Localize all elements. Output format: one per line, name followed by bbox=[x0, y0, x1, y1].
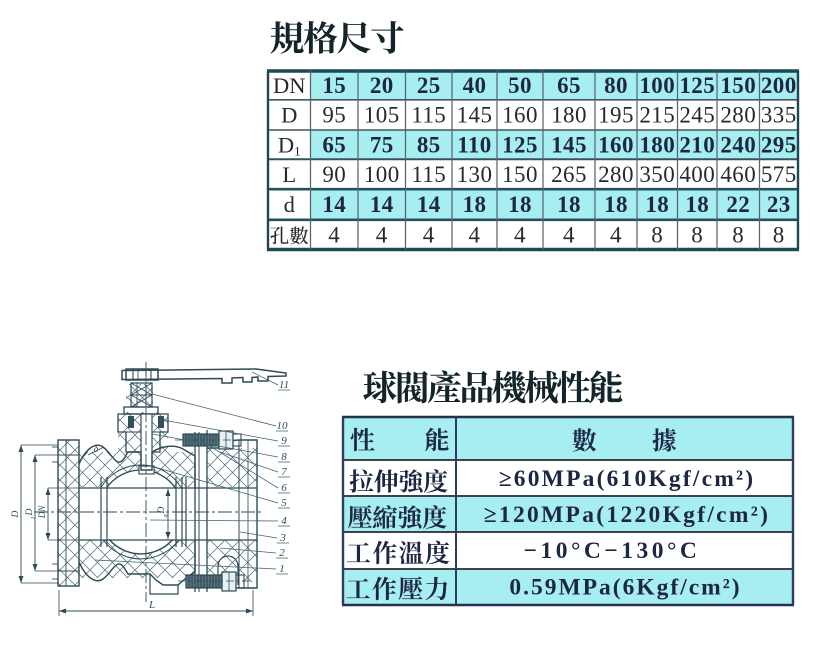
svg-text:4: 4 bbox=[563, 222, 575, 247]
svg-text:65: 65 bbox=[322, 132, 346, 157]
svg-text:4: 4 bbox=[281, 515, 287, 527]
svg-text:18: 18 bbox=[557, 192, 581, 217]
svg-text:265: 265 bbox=[551, 162, 587, 187]
svg-text:5: 5 bbox=[281, 497, 287, 509]
svg-text:40: 40 bbox=[463, 73, 487, 98]
svg-text:150: 150 bbox=[720, 73, 756, 98]
svg-text:280: 280 bbox=[720, 103, 756, 128]
svg-text:210: 210 bbox=[679, 132, 715, 157]
svg-text:180: 180 bbox=[639, 132, 675, 157]
svg-text:145: 145 bbox=[551, 132, 587, 157]
svg-text:4: 4 bbox=[514, 222, 526, 247]
svg-text:18: 18 bbox=[645, 192, 669, 217]
svg-text:150: 150 bbox=[502, 162, 538, 187]
svg-text:14: 14 bbox=[417, 192, 441, 217]
svg-text:20: 20 bbox=[370, 73, 394, 98]
svg-text:D: D bbox=[281, 103, 297, 128]
svg-text:D: D bbox=[11, 510, 21, 518]
svg-text:15: 15 bbox=[322, 73, 346, 98]
svg-text:6: 6 bbox=[281, 482, 287, 494]
svg-text:4: 4 bbox=[376, 222, 388, 247]
svg-text:1: 1 bbox=[30, 516, 37, 519]
svg-text:D: D bbox=[157, 506, 167, 514]
svg-text:10: 10 bbox=[277, 420, 289, 432]
svg-text:−10°C−130°C: −10°C−130°C bbox=[524, 538, 701, 564]
svg-text:δ: δ bbox=[94, 444, 99, 455]
svg-text:22: 22 bbox=[726, 192, 750, 217]
svg-text:335: 335 bbox=[761, 103, 797, 128]
svg-text:18: 18 bbox=[604, 192, 628, 217]
svg-text:75: 75 bbox=[370, 132, 394, 157]
svg-text:18: 18 bbox=[508, 192, 532, 217]
svg-text:3: 3 bbox=[279, 532, 286, 544]
svg-text:8: 8 bbox=[281, 451, 287, 463]
svg-text:245: 245 bbox=[679, 103, 715, 128]
svg-text:145: 145 bbox=[457, 103, 493, 128]
svg-text:400: 400 bbox=[679, 162, 715, 187]
svg-text:65: 65 bbox=[557, 73, 581, 98]
svg-text:q: q bbox=[162, 514, 169, 518]
svg-text:105: 105 bbox=[364, 103, 400, 128]
svg-text:23: 23 bbox=[767, 192, 791, 217]
svg-text:8: 8 bbox=[651, 222, 663, 247]
svg-text:18: 18 bbox=[685, 192, 709, 217]
svg-text:115: 115 bbox=[411, 103, 446, 128]
svg-text:0.59MPa(6Kgf/cm²): 0.59MPa(6Kgf/cm²) bbox=[509, 575, 741, 601]
svg-text:8: 8 bbox=[732, 222, 744, 247]
svg-text:95: 95 bbox=[322, 103, 346, 128]
svg-text:18: 18 bbox=[463, 192, 487, 217]
svg-text:8: 8 bbox=[691, 222, 703, 247]
svg-text:350: 350 bbox=[639, 162, 675, 187]
svg-text:100: 100 bbox=[639, 73, 675, 98]
svg-text:125: 125 bbox=[502, 132, 538, 157]
svg-text:125: 125 bbox=[679, 73, 715, 98]
svg-text:L: L bbox=[148, 599, 155, 611]
svg-text:4: 4 bbox=[423, 222, 435, 247]
svg-text:180: 180 bbox=[551, 103, 587, 128]
svg-text:160: 160 bbox=[502, 103, 538, 128]
svg-text:7: 7 bbox=[281, 466, 287, 478]
svg-text:4: 4 bbox=[328, 222, 340, 247]
svg-text:DN: DN bbox=[37, 505, 47, 519]
svg-text:1: 1 bbox=[279, 563, 285, 575]
svg-text:L: L bbox=[282, 162, 296, 187]
svg-text:240: 240 bbox=[720, 132, 756, 157]
svg-text:80: 80 bbox=[604, 73, 628, 98]
svg-text:110: 110 bbox=[457, 132, 491, 157]
svg-text:160: 160 bbox=[598, 132, 634, 157]
svg-text:115: 115 bbox=[411, 162, 446, 187]
svg-text:90: 90 bbox=[322, 162, 346, 187]
svg-text:460: 460 bbox=[720, 162, 756, 187]
svg-text:295: 295 bbox=[761, 132, 797, 157]
svg-text:100: 100 bbox=[364, 162, 400, 187]
svg-text:d: d bbox=[284, 192, 295, 217]
svg-text:130: 130 bbox=[457, 162, 493, 187]
svg-text:215: 215 bbox=[639, 103, 675, 128]
svg-text:85: 85 bbox=[417, 132, 441, 157]
svg-text:9: 9 bbox=[281, 435, 287, 447]
svg-text:≥120MPa(1220Kgf/cm²): ≥120MPa(1220Kgf/cm²) bbox=[484, 502, 771, 528]
svg-text:2: 2 bbox=[279, 547, 285, 559]
svg-text:195: 195 bbox=[598, 103, 634, 128]
svg-text:D: D bbox=[25, 508, 35, 516]
svg-text:4: 4 bbox=[469, 222, 481, 247]
svg-text:200: 200 bbox=[761, 73, 797, 98]
svg-text:25: 25 bbox=[417, 73, 441, 98]
svg-text:4: 4 bbox=[610, 222, 622, 247]
svg-text:280: 280 bbox=[598, 162, 634, 187]
svg-text:14: 14 bbox=[370, 192, 394, 217]
svg-text:8: 8 bbox=[773, 222, 785, 247]
svg-text:575: 575 bbox=[761, 162, 797, 187]
svg-text:≥60MPa(610Kgf/cm²): ≥60MPa(610Kgf/cm²) bbox=[499, 466, 756, 492]
svg-text:DN: DN bbox=[273, 73, 306, 98]
svg-text:50: 50 bbox=[508, 73, 532, 98]
svg-text:14: 14 bbox=[322, 192, 346, 217]
svg-text:11: 11 bbox=[279, 379, 289, 391]
